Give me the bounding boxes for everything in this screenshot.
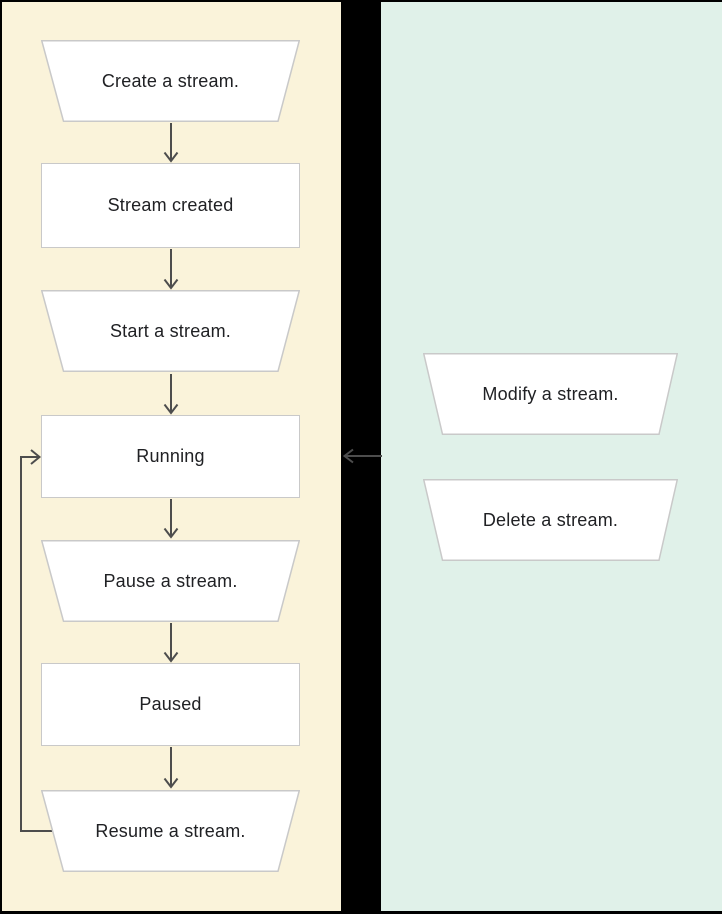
flow-node-create-stream: Create a stream.: [41, 40, 300, 122]
trapezoid-shape: [423, 479, 678, 561]
flow-node-paused: Paused: [41, 663, 300, 746]
node-label: Resume a stream.: [95, 820, 246, 841]
node-label: Paused: [139, 694, 202, 714]
trapezoid-shape: [41, 790, 300, 872]
node-label: Modify a stream.: [482, 383, 619, 404]
flow-node-stream-created: Stream created: [41, 163, 300, 248]
node-label: Start a stream.: [109, 320, 232, 341]
stream-operations-panel: [381, 2, 722, 911]
trapezoid-shape: [41, 40, 300, 122]
node-label: Stream created: [107, 195, 234, 215]
flow-node-delete-stream: Delete a stream.: [423, 479, 678, 561]
node-label: Running: [136, 446, 205, 466]
node-label: Pause a stream.: [103, 570, 238, 591]
flow-node-running: Running: [41, 415, 300, 498]
trapezoid-shape: [423, 353, 678, 435]
arrow-right-panel-to-running: [342, 448, 382, 464]
node-label: Create a stream.: [101, 70, 240, 91]
node-label: Delete a stream.: [482, 509, 619, 530]
flow-node-resume-stream: Resume a stream.: [41, 790, 300, 872]
flow-node-pause-stream: Pause a stream.: [41, 540, 300, 622]
flow-node-modify-stream: Modify a stream.: [423, 353, 678, 435]
trapezoid-shape: [41, 290, 300, 372]
flow-node-start-stream: Start a stream.: [41, 290, 300, 372]
trapezoid-shape: [41, 540, 300, 622]
